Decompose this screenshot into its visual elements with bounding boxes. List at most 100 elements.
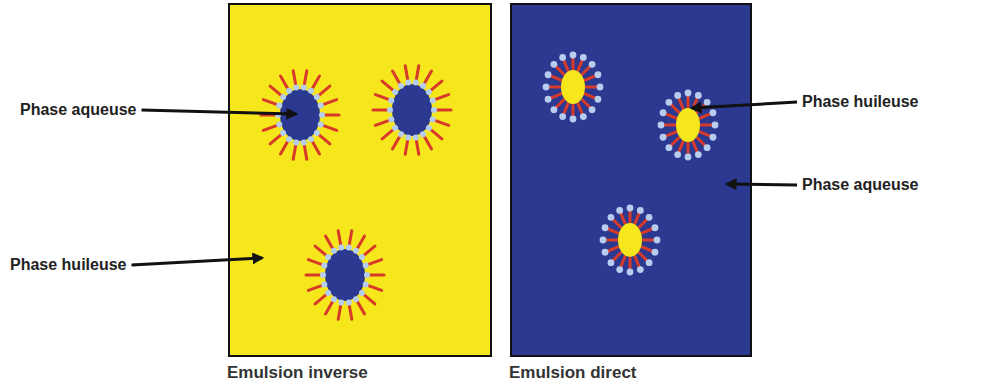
surfactant-tail: [549, 86, 560, 89]
surfactant-tail: [551, 94, 561, 98]
surfactant-head: [430, 97, 436, 103]
emulsion-panel: Emulsion direct: [510, 3, 752, 357]
droplet-core: [392, 84, 432, 136]
panel-caption: Emulsion inverse: [227, 363, 368, 383]
surfactant-tail: [679, 142, 683, 152]
surfactant-head: [346, 300, 352, 306]
surfactant-tail: [671, 104, 679, 112]
surfactant-head: [318, 102, 324, 108]
surfactant-tail: [349, 231, 351, 245]
surfactant-head: [338, 300, 344, 306]
surfactant-head: [363, 282, 369, 288]
surfactant-head: [338, 244, 344, 250]
droplet-core: [280, 89, 320, 141]
surfactant-tail: [349, 306, 351, 320]
surfactant-head: [353, 296, 359, 302]
surfactant-head: [346, 244, 352, 250]
surfactant-tail: [578, 60, 582, 70]
surfactant-tail: [687, 143, 690, 154]
surfactant-tail: [687, 96, 690, 107]
surfactant-tail: [671, 138, 679, 146]
surfactant-tail: [368, 286, 381, 291]
surfactant-head: [426, 125, 432, 131]
surfactant-tail: [358, 236, 365, 248]
surfactant-head: [660, 109, 667, 116]
surfactant-head: [652, 249, 659, 256]
surfactant-head: [551, 106, 558, 113]
surfactant-tail: [693, 142, 697, 152]
surfactant-tail: [319, 86, 330, 95]
surfactant-tail: [564, 104, 568, 114]
surfactant-head: [301, 84, 307, 90]
surfactant-tail: [293, 71, 295, 85]
surfactant-head: [704, 99, 711, 106]
surfactant-tail: [585, 76, 595, 80]
surfactant-tail: [338, 231, 340, 245]
surfactant-head: [666, 144, 673, 151]
surfactant-tail: [556, 100, 564, 108]
droplet-core: [325, 249, 365, 301]
surfactant-tail: [425, 137, 432, 149]
surfactant-head: [589, 61, 596, 68]
surfactant-tail: [319, 135, 330, 144]
micelle: [306, 231, 384, 320]
surfactant-tail: [629, 211, 632, 222]
surfactant-tail: [431, 130, 442, 139]
surfactant-head: [685, 90, 692, 97]
surfactant-tail: [679, 98, 683, 108]
surfactant-tail: [375, 121, 388, 126]
surfactant-head: [658, 122, 665, 129]
phase-label: Phase huileuse: [802, 93, 919, 111]
surfactant-tail: [281, 76, 288, 88]
micelle: [600, 205, 661, 276]
surfactant-tail: [572, 105, 575, 116]
micelle: [658, 90, 719, 161]
surfactant-tail: [323, 100, 336, 105]
surfactant-tail: [375, 95, 388, 100]
surfactant-head: [637, 207, 644, 214]
surfactant-head: [353, 248, 359, 254]
surfactant-tail: [693, 98, 697, 108]
surfactant-head: [559, 113, 566, 120]
surfactant-tail: [437, 109, 451, 112]
surfactant-tail: [700, 114, 710, 118]
surfactant-head: [325, 254, 331, 260]
surfactant-tail: [564, 60, 568, 70]
emulsion-panel: Emulsion inverse: [228, 3, 492, 357]
surfactant-head: [710, 134, 717, 141]
surfactant-tail: [664, 124, 675, 127]
surfactant-tail: [405, 141, 407, 155]
surfactant-head: [431, 107, 437, 113]
surfactant-head: [426, 89, 432, 95]
surfactant-head: [276, 102, 282, 108]
surfactant-head: [301, 140, 307, 146]
surfactant-head: [388, 117, 394, 123]
surfactant-head: [666, 99, 673, 106]
surfactant-tail: [621, 213, 625, 223]
surfactant-tail: [697, 104, 705, 112]
surfactant-head: [545, 96, 552, 103]
surfactant-tail: [416, 141, 418, 155]
surfactant-tail: [358, 302, 365, 314]
surfactant-tail: [700, 132, 710, 136]
surfactant-tail: [586, 86, 597, 89]
surfactant-head: [318, 122, 324, 128]
surfactant-head: [595, 96, 602, 103]
surfactant-head: [413, 135, 419, 141]
surfactant-head: [280, 130, 286, 136]
surfactant-tail: [364, 246, 375, 255]
surfactant-tail: [263, 126, 276, 131]
surfactant-tail: [393, 71, 400, 83]
surfactant-tail: [642, 229, 652, 233]
surfactant-tail: [635, 213, 639, 223]
surfactant-head: [286, 88, 292, 94]
surfactant-head: [359, 290, 365, 296]
surfactant-tail: [643, 239, 654, 242]
surfactant-tail: [270, 135, 281, 144]
surfactant-head: [293, 84, 299, 90]
surfactant-tail: [405, 66, 407, 80]
surfactant-tail: [578, 104, 582, 114]
